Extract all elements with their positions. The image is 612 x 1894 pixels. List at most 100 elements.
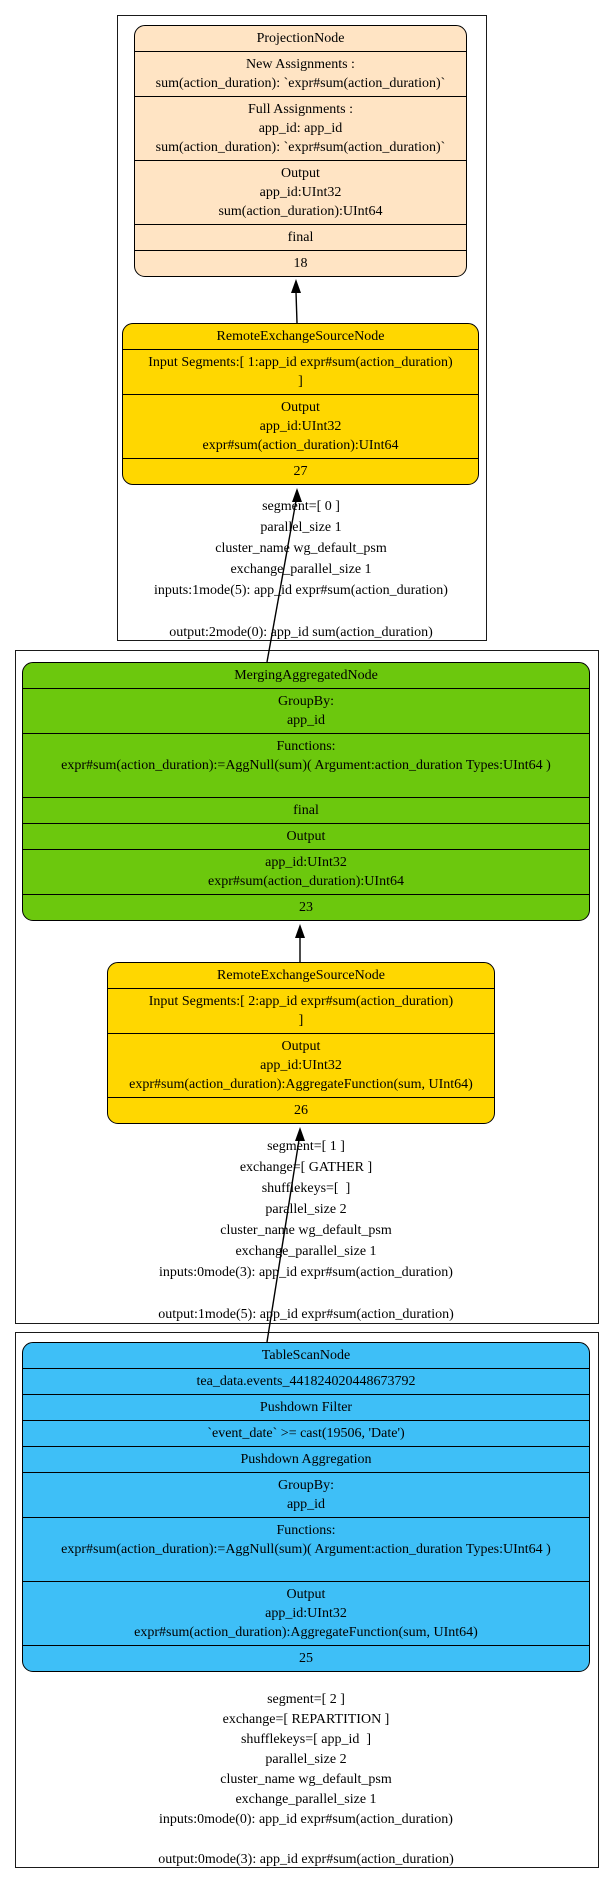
node-row: Functions: expr#sum(action_duration):=Agg… [23,1517,589,1581]
node-row: Pushdown Filter [23,1394,589,1420]
node-row: 26 [108,1097,494,1123]
segment-2-label: segment=[ 2 ] exchange=[ REPARTITION ] shu… [15,1690,597,1870]
segment-label-line: segment=[ 1 ] [267,1139,345,1154]
node-row-line: tea_data.events_441824020448673792 [196,1374,416,1389]
segment-label-line: exchange=[ GATHER ] [239,1160,373,1175]
node-row-line: Input Segments:[ 1:app_id expr#sum(actio… [148,355,453,370]
node-row-line: 23 [299,900,313,915]
node-row-line: GroupBy: [278,694,334,709]
node-title: MergingAggregatedNode [23,663,589,688]
node-row-line: 26 [294,1103,308,1118]
node-row-line: final [287,230,314,245]
node-row-line: app_id: app_id [258,121,343,136]
segment-label-line: cluster_name wg_default_psm [220,1223,392,1238]
node-row: 25 [23,1645,589,1671]
segment-label-line: inputs:1mode(5): app_id expr#sum(action_… [154,583,448,598]
segment-1-cluster [15,650,599,1324]
node-row-line: app_id:UInt32 [265,855,347,870]
node-row-line: ] [298,374,303,389]
node-row-line: Functions: [276,1523,336,1538]
segment-label-line: exchange_parallel_size 1 [235,1244,377,1259]
segment-label-line: output:1mode(5): app_id expr#sum(action_… [158,1307,454,1322]
node-row-line: 25 [299,1651,313,1666]
node-row-line: Output [281,1039,321,1054]
segment-label-line: segment=[ 2 ] [267,1692,345,1707]
node-row: tea_data.events_441824020448673792 [23,1368,589,1394]
segment-label-line: parallel_size 2 [265,1202,347,1217]
segment-label-line: inputs:0mode(0): app_id expr#sum(action_… [159,1812,453,1827]
node-row-line: app_id:UInt32 [260,1058,342,1073]
node-row-line: TableScanNode [261,1348,351,1363]
segment-label-line: output:2mode(0): app_id sum(action_durat… [169,625,433,640]
node-row: 18 [135,250,466,276]
node-row-line: 18 [293,256,308,271]
node-row: Pushdown Aggregation [23,1446,589,1472]
segment-label-line: parallel_size 1 [260,520,342,535]
segment-label-line: shufflekeys=[ ] [261,1181,351,1196]
segment-label-line [117,601,485,622]
node-row-line [29,775,583,794]
node-row-line: Full Assignments : [247,102,354,117]
node-row-line: MergingAggregatedNode [234,668,378,683]
node-row-line: Functions: [276,739,336,754]
node-title: RemoteExchangeSourceNode [123,324,478,349]
node-row-line: expr#sum(action_duration):UInt64 [208,874,404,889]
segment-label-line [15,1830,597,1850]
node-row: Output app_id:UInt32 expr#sum(action_durat… [108,1033,494,1097]
node-row-line: Input Segments:[ 2:app_id expr#sum(actio… [148,994,454,1009]
node-row-line: expr#sum(action_duration):UInt64 [202,438,399,453]
node-title: RemoteExchangeSourceNode [108,963,494,988]
node-row-line: app_id:UInt32 [259,419,342,434]
node-row-line: `event_date` >= cast(19506, 'Date') [207,1426,405,1441]
node-row-line: New Assignments : [246,57,355,72]
segment-0-cluster [117,15,487,641]
node-row: Functions: expr#sum(action_duration):=Agg… [23,733,589,797]
segment-label-line: inputs:0mode(3): app_id expr#sum(action_… [159,1265,453,1280]
node-row: GroupBy: app_id [23,688,589,733]
table-scan-node: TableScanNode tea_data.events_44182402044… [22,1342,590,1672]
node-row: Output app_id:UInt32 expr#sum(action_durat… [123,394,478,458]
node-row-line [29,1559,583,1578]
node-row-line: Output [281,400,320,415]
segment-label-line: segment=[ 0 ] [262,499,340,514]
node-row: final [135,224,466,250]
node-row-line: Pushdown Aggregation [240,1452,372,1467]
segment-label-line: shufflekeys=[ app_id ] [240,1732,372,1747]
node-row-line: expr#sum(action_duration):AggregateFunct… [129,1077,473,1092]
node-row-line: GroupBy: [278,1478,334,1493]
node-row-line: app_id:UInt32 [265,1606,347,1621]
segment-label-line: cluster_name wg_default_psm [220,1772,392,1787]
node-row-line: ] [298,1013,304,1028]
node-title: ProjectionNode [135,26,466,51]
node-row-line: RemoteExchangeSourceNode [216,329,385,344]
node-row-line: sum(action_duration):UInt64 [218,204,383,219]
node-row: Input Segments:[ 1:app_id expr#sum(actio… [123,349,478,394]
segment-label-line: cluster_name wg_default_psm [215,541,387,556]
node-row: final [23,797,589,823]
node-row-line: sum(action_duration): `expr#sum(action_d… [155,76,446,91]
node-row-line: expr#sum(action_duration):=AggNull(sum)(… [61,1542,551,1557]
node-row-line: Pushdown Filter [259,1400,353,1415]
node-row-line: app_id [286,713,326,728]
node-row: New Assignments : sum(action_duration): `… [135,51,466,96]
node-row-line: expr#sum(action_duration):=AggNull(sum)(… [61,758,551,773]
segment-2-cluster [15,1332,599,1868]
node-row-line: Output [281,166,320,181]
node-row: 23 [23,894,589,920]
node-row: Output [23,823,589,849]
node-row: GroupBy:app_id [23,1472,589,1517]
node-row-line: ProjectionNode [256,31,345,46]
segment-label-line: exchange_parallel_size 1 [230,562,372,577]
segment-label-line: exchange=[ REPARTITION ] [222,1712,390,1727]
segment-label-line [15,1283,597,1304]
node-row: 27 [123,458,478,484]
node-row-line: RemoteExchangeSourceNode [217,968,385,983]
node-row-line: Output [286,829,326,844]
node-row-line: Output [286,1587,326,1602]
